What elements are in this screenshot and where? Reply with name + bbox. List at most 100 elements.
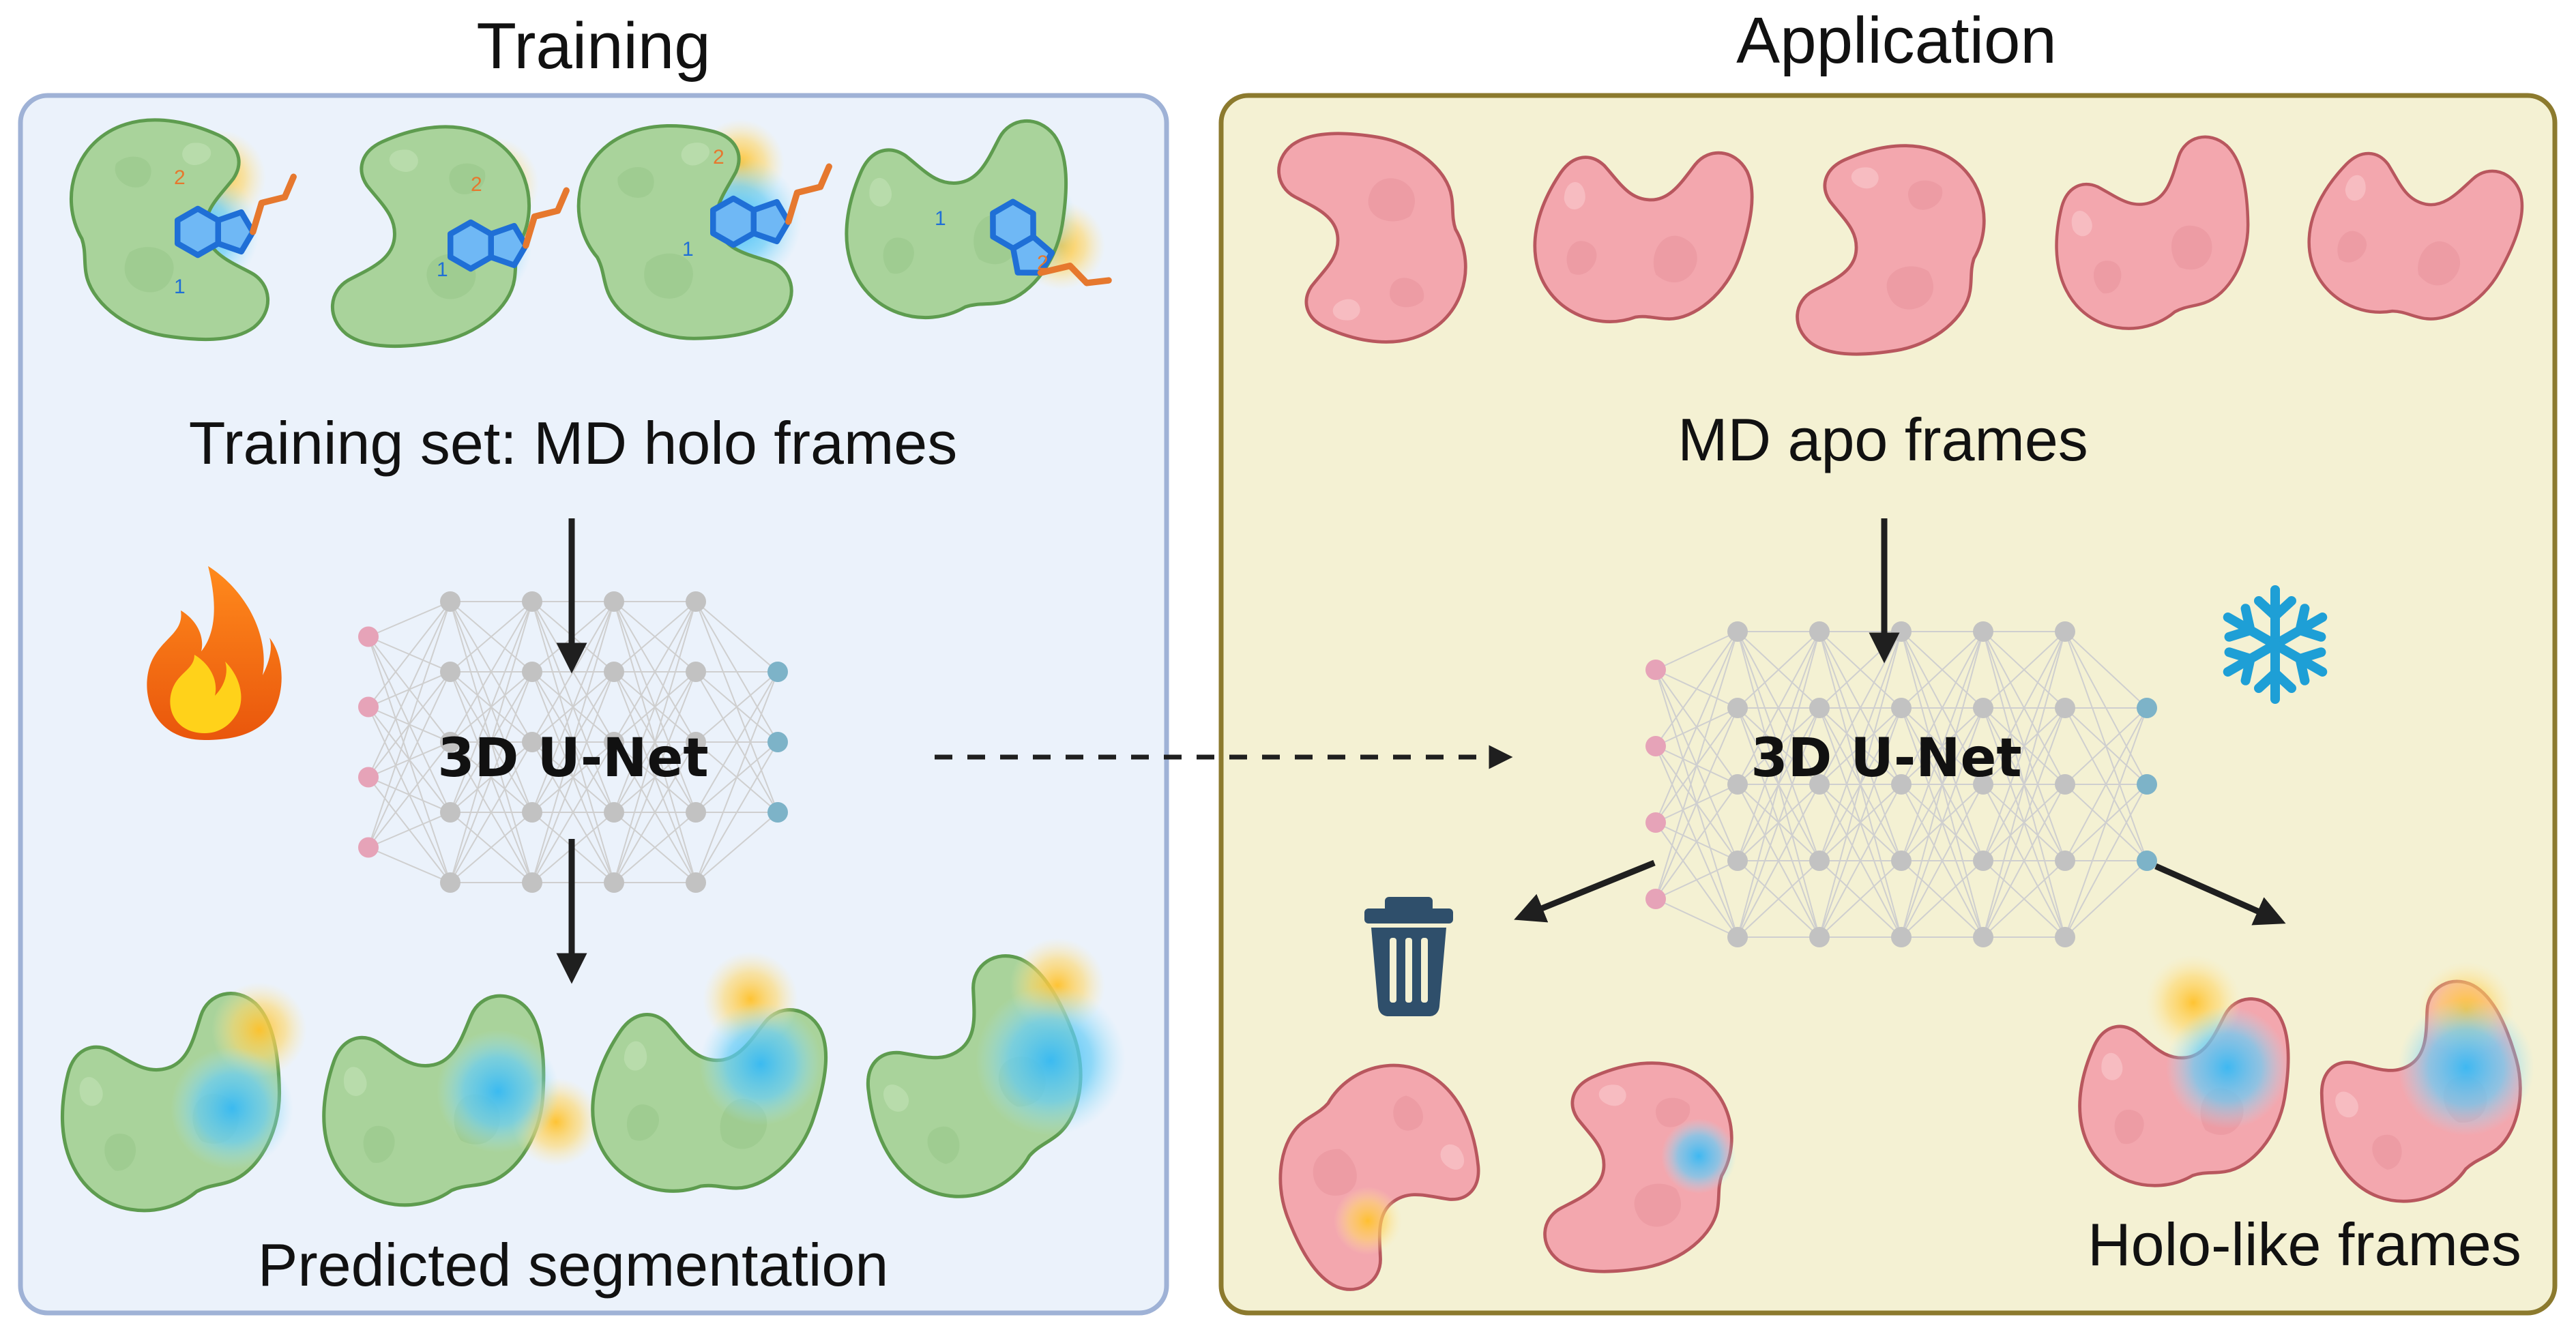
hidden-node bbox=[1973, 927, 1993, 947]
pocket-glow-blue bbox=[976, 986, 1126, 1136]
network-edge bbox=[1819, 860, 1902, 938]
site-label-2: 2 bbox=[713, 146, 724, 168]
network-edge bbox=[1901, 631, 1984, 938]
hidden-node bbox=[1809, 927, 1830, 947]
network-edge bbox=[2064, 707, 2148, 785]
network-edge bbox=[2064, 631, 2148, 709]
network-edge bbox=[450, 601, 533, 813]
network-edge bbox=[613, 601, 697, 813]
network-edge bbox=[368, 601, 451, 708]
network-edge bbox=[613, 601, 697, 673]
hidden-node bbox=[686, 591, 706, 612]
network-edge bbox=[1737, 631, 1820, 709]
site-label-1: 1 bbox=[682, 238, 694, 261]
arrow-to-discard bbox=[1514, 859, 1656, 923]
network-edge bbox=[1901, 631, 1984, 785]
network-edge bbox=[1655, 898, 1738, 938]
network-edge bbox=[1737, 631, 1820, 861]
hidden-node bbox=[522, 872, 542, 893]
network-edge bbox=[368, 601, 451, 778]
network-edge bbox=[1901, 631, 1984, 861]
network-edge bbox=[450, 812, 533, 883]
network-edge bbox=[368, 671, 451, 848]
hidden-node bbox=[522, 802, 542, 823]
output-node bbox=[767, 732, 788, 752]
hidden-node bbox=[1973, 851, 1993, 871]
network-edge bbox=[450, 671, 533, 883]
holo-frame: 1 2 bbox=[332, 127, 566, 346]
training-panel bbox=[18, 93, 1169, 1316]
network-edge bbox=[1737, 631, 1820, 785]
network-edge bbox=[1737, 631, 1820, 938]
network-edge bbox=[2064, 707, 2148, 861]
segmented-frame bbox=[44, 982, 307, 1224]
discarded-frame bbox=[1240, 1038, 1514, 1304]
hidden-node bbox=[604, 872, 624, 893]
network-edge bbox=[1655, 631, 1738, 823]
output-node bbox=[767, 662, 788, 682]
network-edge bbox=[531, 741, 615, 883]
predicted-segmentation-frames bbox=[44, 938, 1126, 1226]
hidden-node bbox=[1891, 851, 1912, 871]
discarded-frame bbox=[1545, 1063, 1736, 1272]
network-edge bbox=[1982, 784, 2066, 938]
output-node bbox=[2137, 774, 2157, 795]
application-output-caption: Holo-like frames bbox=[2088, 1211, 2521, 1278]
input-node bbox=[1645, 736, 1666, 756]
fire-icon bbox=[147, 566, 282, 740]
network-edge bbox=[1982, 631, 2066, 938]
network-edge bbox=[1655, 631, 1738, 670]
hidden-node bbox=[1809, 851, 1830, 871]
segmented-frame bbox=[830, 938, 1126, 1226]
network-edge bbox=[613, 741, 697, 883]
network-edge bbox=[531, 601, 615, 883]
network-edge bbox=[1982, 707, 2066, 938]
hidden-node bbox=[440, 872, 460, 893]
holo-frames: 1 2 1 2 1 2 1 2 bbox=[71, 108, 1109, 358]
network-edge bbox=[1901, 707, 1984, 938]
pocket-glow-blue bbox=[437, 1030, 559, 1153]
pocket-glow-yellow bbox=[1334, 1187, 1402, 1255]
hidden-node bbox=[1891, 698, 1912, 718]
hidden-node bbox=[522, 591, 542, 612]
network-edge bbox=[368, 601, 451, 848]
training-output-caption: Predicted segmentation bbox=[258, 1231, 889, 1299]
hidden-node bbox=[1809, 698, 1830, 718]
hidden-node bbox=[1727, 927, 1748, 947]
network-edge bbox=[695, 671, 778, 743]
hidden-node bbox=[522, 732, 542, 752]
network-edge bbox=[2064, 707, 2148, 938]
hidden-node bbox=[522, 662, 542, 682]
network-edge bbox=[531, 671, 615, 883]
segmented-frame bbox=[314, 992, 600, 1211]
network-edge bbox=[1655, 860, 1738, 900]
input-node bbox=[1645, 889, 1666, 909]
hidden-node bbox=[1891, 927, 1912, 947]
hidden-node bbox=[1973, 774, 1993, 795]
site-label-2: 2 bbox=[1037, 252, 1049, 274]
network-edge bbox=[1982, 860, 2066, 938]
output-node bbox=[2137, 851, 2157, 871]
network-edge bbox=[695, 671, 778, 883]
network-edge bbox=[2064, 784, 2148, 938]
hidden-node bbox=[440, 662, 460, 682]
trash-icon bbox=[1364, 897, 1453, 1016]
network-edge bbox=[613, 671, 697, 883]
site-label-1: 1 bbox=[437, 258, 448, 281]
unet-diagram-application bbox=[1645, 621, 2157, 947]
hidden-node bbox=[440, 802, 460, 823]
network-edge bbox=[1655, 631, 1738, 747]
network-edge bbox=[613, 812, 697, 883]
hidden-node bbox=[440, 591, 460, 612]
holo-like-frames bbox=[2080, 955, 2557, 1226]
network-edge bbox=[368, 846, 451, 883]
holo-frame: 1 2 bbox=[566, 108, 829, 358]
network-edge bbox=[1901, 784, 1984, 938]
segmented-frame bbox=[579, 951, 834, 1215]
network-edge bbox=[1982, 631, 2066, 785]
input-node bbox=[358, 767, 379, 788]
pocket-glow-blue bbox=[171, 1047, 293, 1170]
unet-diagram-training bbox=[358, 591, 788, 893]
hidden-node bbox=[604, 662, 624, 682]
hidden-node bbox=[1973, 621, 1993, 642]
